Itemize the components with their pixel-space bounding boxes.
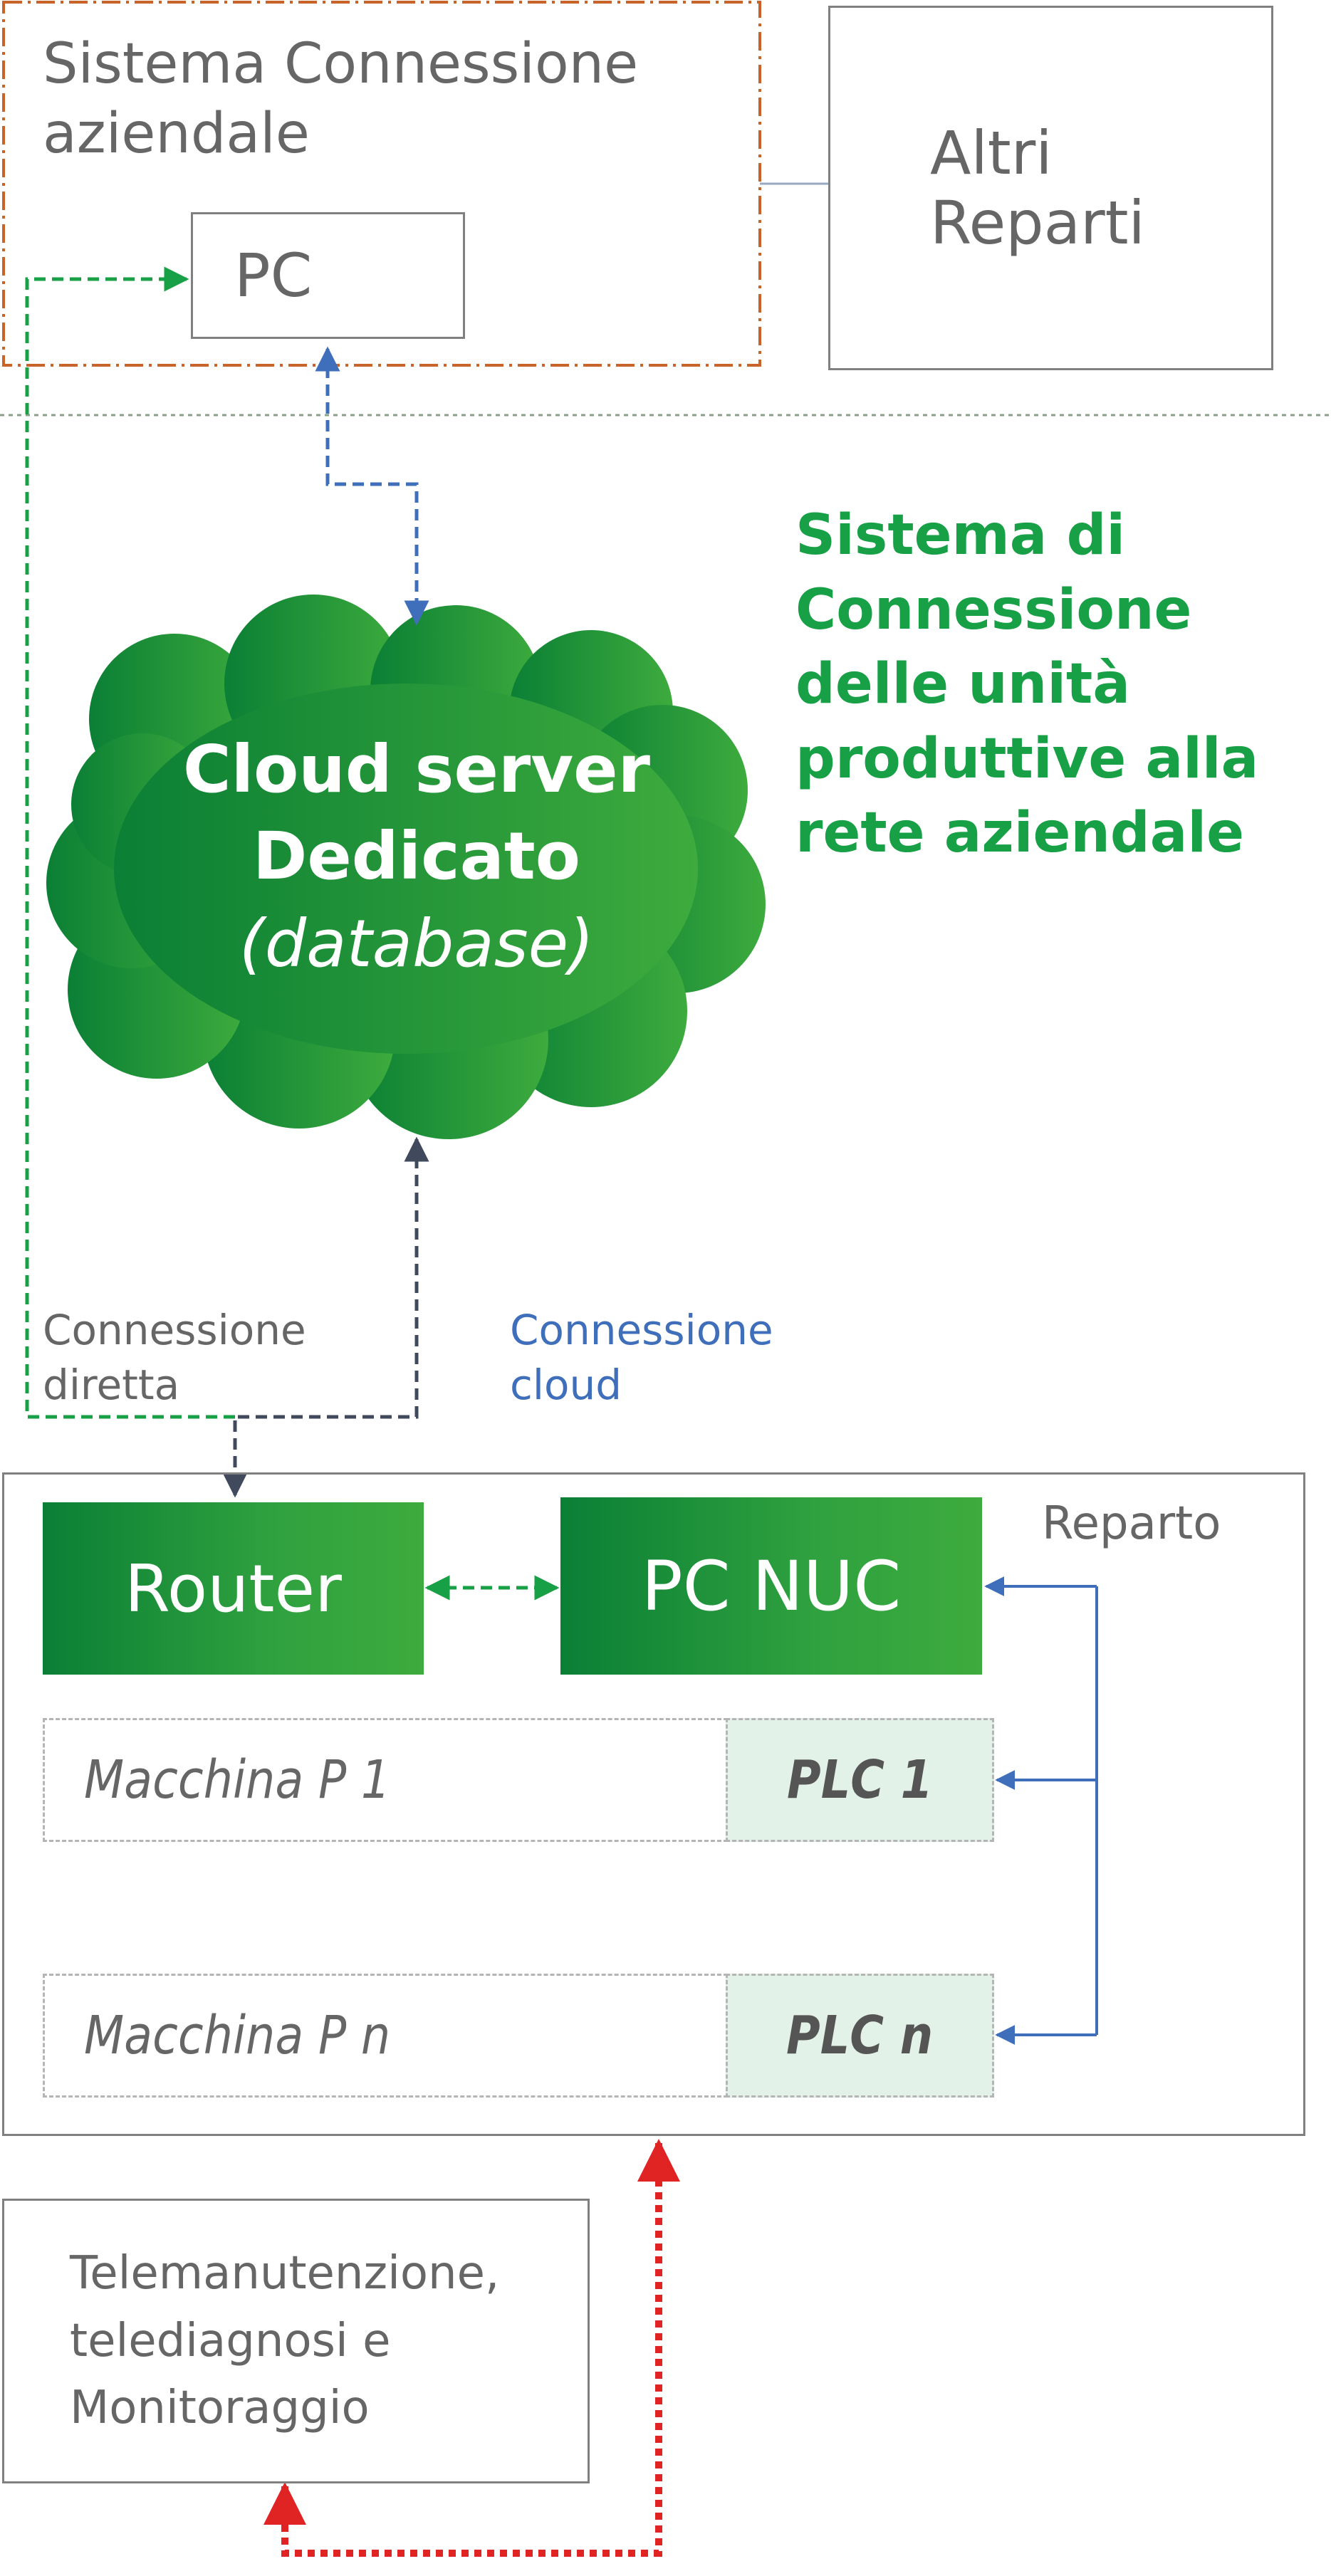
remote-services-node[interactable]: Telemanutenzione, telediagnosi e Monitor…	[2, 2199, 590, 2483]
pc-node[interactable]: PC	[191, 212, 465, 339]
remote-services-label: Telemanutenzione, telediagnosi e Monitor…	[70, 2246, 500, 2435]
direct-connection-connector	[25, 266, 235, 1419]
machine-n[interactable]: Macchina P n	[43, 1974, 728, 2098]
cloud-line-3: (database)	[239, 905, 595, 982]
pc-label: PC	[234, 241, 313, 310]
plc-1-label: PLC 1	[786, 1749, 933, 1811]
router-node[interactable]: Router	[43, 1502, 424, 1675]
pc-cloud-connector	[315, 346, 429, 626]
other-departments-node[interactable]: Altri Reparti	[828, 6, 1273, 370]
cloud-server-node[interactable]: Cloud server Dedicato (database)	[78, 726, 755, 988]
enterprise-system-border	[2, 1, 761, 367]
enterprise-system-title: Sistema Connessione aziendale	[43, 32, 639, 166]
production-network-title: Sistema di Connessione delle unità produ…	[795, 503, 1259, 866]
machine-1-label: Macchina P 1	[84, 1749, 391, 1811]
machine-1[interactable]: Macchina P 1	[43, 1718, 728, 1842]
cloud-line-2: Dedicato	[253, 818, 580, 895]
plc-n[interactable]: PLC n	[726, 1974, 994, 2098]
pc-nuc-label: PC NUC	[641, 1546, 902, 1626]
plc-1[interactable]: PLC 1	[726, 1718, 994, 1842]
router-label: Router	[125, 1550, 342, 1627]
cloud-shape	[46, 595, 766, 1139]
remote-service-connector	[263, 2139, 680, 2557]
plc-n-label: PLC n	[786, 2005, 934, 2066]
cloud-line-1: Cloud server	[183, 731, 650, 807]
cloud-connection-label: Connessione cloud	[510, 1306, 773, 1410]
machine-n-label: Macchina P n	[84, 2005, 391, 2066]
department-container	[2, 1472, 1305, 2136]
department-label: Reparto	[1042, 1497, 1221, 1550]
other-departments-label: Altri Reparti	[930, 118, 1145, 258]
pc-nuc-node[interactable]: PC NUC	[560, 1497, 982, 1675]
cloud-router-connector	[222, 1136, 429, 1498]
direct-connection-label: Connessione diretta	[43, 1306, 306, 1410]
